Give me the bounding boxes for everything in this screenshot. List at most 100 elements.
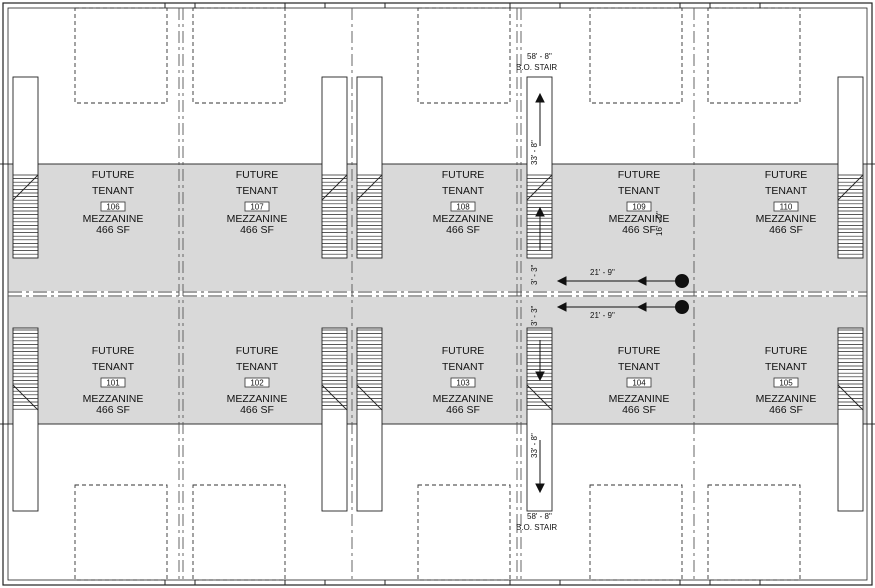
lower-horizontal-dimension: 21' - 9" <box>590 311 615 320</box>
unit-109-type: MEZZANINE <box>609 213 670 225</box>
arrow-up-icon <box>535 92 545 103</box>
unit-109-line2: TENANT <box>618 185 661 197</box>
unit-102-line1: FUTURE <box>236 345 279 357</box>
unit-101-type: MEZZANINE <box>83 393 144 405</box>
arrow-up-icon <box>535 206 545 217</box>
unit-105-type: MEZZANINE <box>756 393 817 405</box>
bottom-stair-elevation: 58' - 8" <box>527 512 552 521</box>
unit-108-type: MEZZANINE <box>433 213 494 225</box>
unit-tag-box <box>244 377 270 388</box>
arrow-left-icon <box>636 302 647 312</box>
unit-107-number: 107 <box>250 203 264 212</box>
edge-ticks <box>164 3 761 585</box>
datum-point-icon <box>675 300 689 314</box>
top-stair-elevation: 58' - 8" <box>527 52 552 61</box>
stair-run <box>321 76 348 259</box>
unit-106-number: 106 <box>106 203 120 212</box>
unit-tag-box <box>450 201 476 212</box>
unit-103-line2: TENANT <box>442 361 485 373</box>
unit-105-line1: FUTURE <box>765 345 808 357</box>
unit-104-line2: TENANT <box>618 361 661 373</box>
unit-tag-box <box>773 201 799 212</box>
stair-break-line <box>837 384 864 411</box>
upper-gap-dimension: 3' - 3" <box>530 264 539 285</box>
arrow-left-icon <box>636 276 647 286</box>
unit-101-number: 101 <box>106 379 120 388</box>
unit-106-line2: TENANT <box>92 185 135 197</box>
mezzanine-depth-dimension: 16' - 0" <box>655 211 664 236</box>
unit-tag-box <box>100 377 126 388</box>
grid-lines <box>178 8 695 580</box>
unit-110-area: 466 SF <box>769 224 803 236</box>
unit-104-type: MEZZANINE <box>609 393 670 405</box>
unit-105-line2: TENANT <box>765 361 808 373</box>
arrow-down-icon <box>535 371 545 382</box>
unit-102-number: 102 <box>250 379 264 388</box>
stair-break-line <box>12 174 39 201</box>
unit-108-number: 108 <box>456 203 470 212</box>
upper-horizontal-dimension: 21' - 9" <box>590 268 615 277</box>
stair-break-line <box>837 174 864 201</box>
unit-106-type: MEZZANINE <box>83 213 144 225</box>
mezzanine-band-bottom <box>8 297 867 424</box>
unit-103-line1: FUTURE <box>442 345 485 357</box>
stair-break-line <box>526 384 553 411</box>
unit-tag-box <box>773 377 799 388</box>
unit-101-line1: FUTURE <box>92 345 135 357</box>
unit-102-line2: TENANT <box>236 361 279 373</box>
arrow-left-icon <box>556 276 567 286</box>
datum-point-icon <box>675 274 689 288</box>
top-stair-reference: B.O. STAIR <box>516 63 557 72</box>
unit-101-line2: TENANT <box>92 361 135 373</box>
unit-101-area: 466 SF <box>96 404 130 416</box>
lower-gap-dimension: 3' - 3" <box>530 305 539 326</box>
demising-centerline <box>8 291 867 297</box>
unit-106-area: 466 SF <box>96 224 130 236</box>
lower-vertical-dimension: 33' - 8" <box>530 433 539 458</box>
unit-labels: FUTURE TENANT 106 MEZZANINE 466 SF FUTUR… <box>83 169 817 416</box>
unit-107-line1: FUTURE <box>236 169 279 181</box>
unit-tag-box <box>626 201 652 212</box>
unit-104-area: 466 SF <box>622 404 656 416</box>
unit-104-line1: FUTURE <box>618 345 661 357</box>
unit-102-area: 466 SF <box>240 404 274 416</box>
unit-107-type: MEZZANINE <box>227 213 288 225</box>
stair-break-line <box>356 384 383 411</box>
stair-run <box>12 76 39 259</box>
unit-tag-box <box>626 377 652 388</box>
unit-110-line1: FUTURE <box>765 169 808 181</box>
unit-109-number: 109 <box>632 203 646 212</box>
unit-tag-box <box>450 377 476 388</box>
unit-105-number: 105 <box>779 379 793 388</box>
unit-108-line1: FUTURE <box>442 169 485 181</box>
unit-107-line2: TENANT <box>236 185 279 197</box>
unit-tag-box <box>100 201 126 212</box>
unit-106-line1: FUTURE <box>92 169 135 181</box>
unit-110-line2: TENANT <box>765 185 808 197</box>
unit-109-line1: FUTURE <box>618 169 661 181</box>
stair-run <box>356 76 383 259</box>
unit-103-type: MEZZANINE <box>433 393 494 405</box>
mezzanine-band-top <box>8 164 867 291</box>
stairs <box>12 76 864 512</box>
unit-103-area: 466 SF <box>446 404 480 416</box>
stair-break-line <box>321 384 348 411</box>
unit-103-number: 103 <box>456 379 470 388</box>
unit-105-area: 466 SF <box>769 404 803 416</box>
upper-vertical-dimension: 33' - 8" <box>530 140 539 165</box>
arrow-down-icon <box>535 483 545 494</box>
stair-break-line <box>12 384 39 411</box>
stair-break-line <box>526 174 553 201</box>
dimensions: 58' - 8" B.O. STAIR 58' - 8" B.O. STAIR … <box>516 52 689 532</box>
unit-108-line2: TENANT <box>442 185 485 197</box>
unit-104-number: 104 <box>632 379 646 388</box>
stair-break-line <box>321 174 348 201</box>
bottom-stair-reference: B.O. STAIR <box>516 523 557 532</box>
unit-102-type: MEZZANINE <box>227 393 288 405</box>
unit-107-area: 466 SF <box>240 224 274 236</box>
dashed-rooms <box>74 7 801 581</box>
stair-break-line <box>356 174 383 201</box>
unit-108-area: 466 SF <box>446 224 480 236</box>
